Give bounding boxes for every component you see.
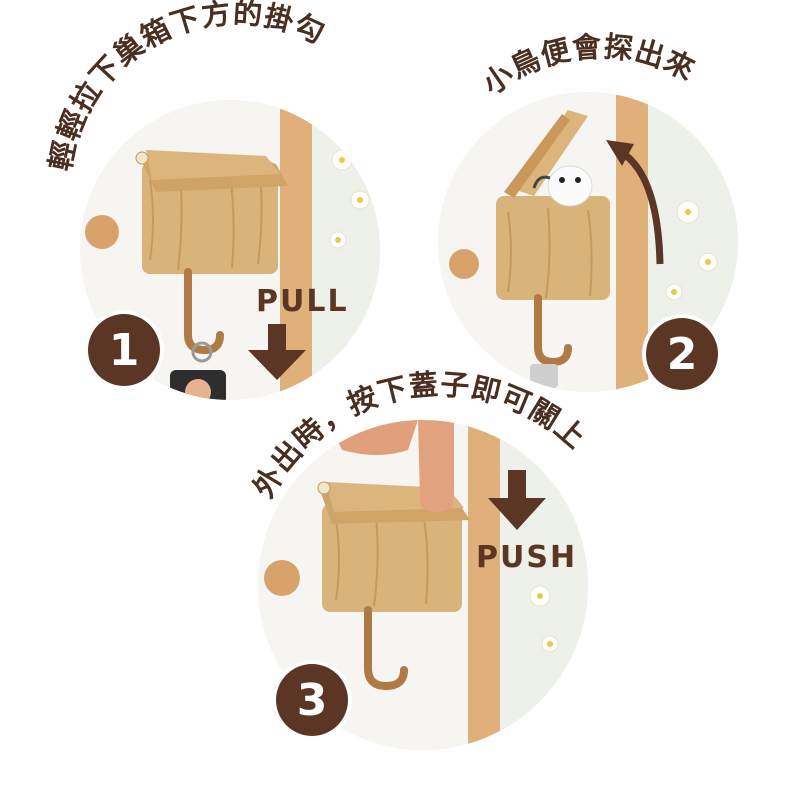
step-3-caption: 外出時，按下蓋子即可關上 xyxy=(246,367,592,503)
svg-text:輕輕拉下巢箱下方的掛勾: 輕輕拉下巢箱下方的掛勾 xyxy=(43,0,330,173)
push-arrow-icon xyxy=(488,470,546,530)
down-arrow-icon xyxy=(248,324,306,380)
step-1-photo: PULL xyxy=(80,100,380,400)
step-1-badge: 1 xyxy=(88,314,160,386)
svg-text:外出時，按下蓋子即可關上: 外出時，按下蓋子即可關上 xyxy=(246,367,593,503)
step-1-caption: 輕輕拉下巢箱下方的掛勾 xyxy=(43,0,329,173)
pull-label: PULL xyxy=(256,284,349,319)
step-2-photo xyxy=(438,92,738,392)
step-2-badge: 2 xyxy=(646,318,718,390)
svg-text:小鳥便會探出來: 小鳥便會探出來 xyxy=(476,29,700,101)
step-3-badge: 3 xyxy=(276,664,348,736)
step-2-caption: 小鳥便會探出來 xyxy=(476,29,699,101)
push-label: PUSH xyxy=(476,540,578,575)
